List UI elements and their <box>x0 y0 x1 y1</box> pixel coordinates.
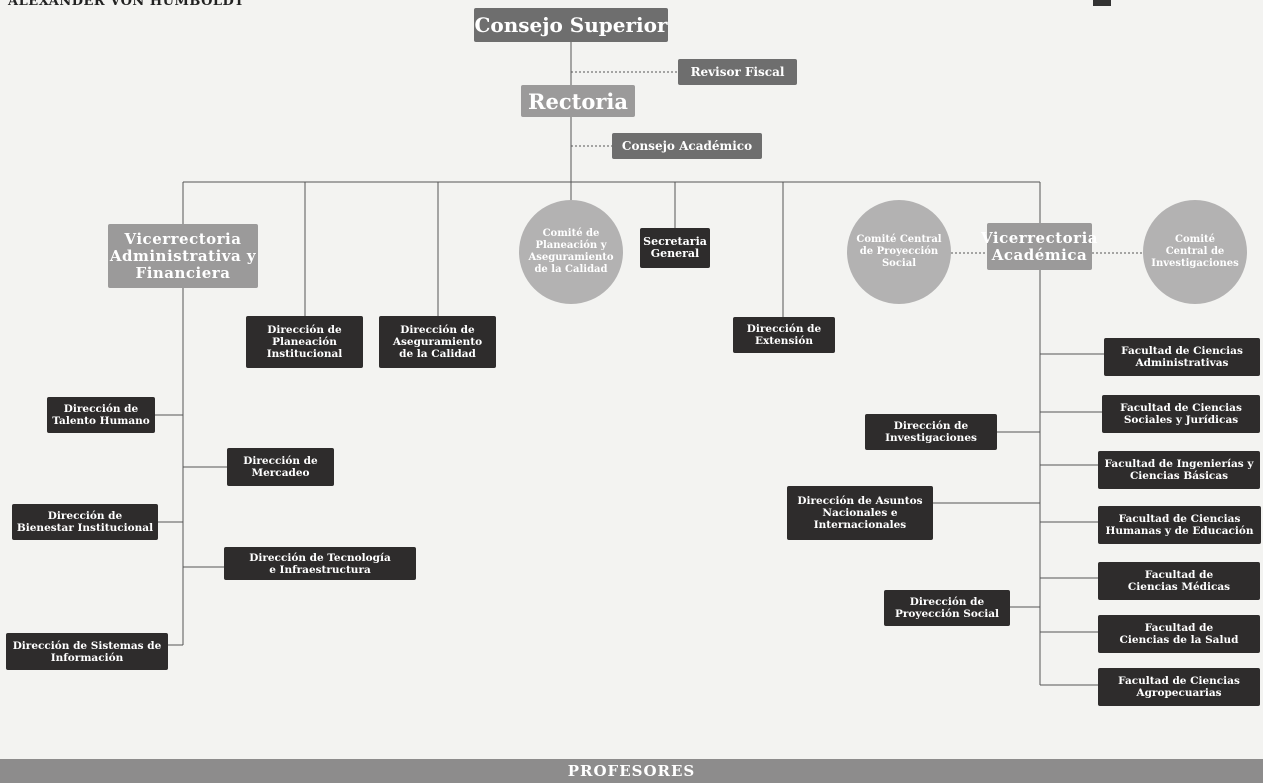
direccion-aseguramiento-box: Dirección de Aseguramiento de la Calidad <box>379 316 496 368</box>
facultad-box: Facultad de Ciencias de la Salud <box>1098 615 1260 653</box>
comite-investigaciones-circle: Comité Central de Investigaciones <box>1143 200 1247 304</box>
institution-header: ALEXANDER VON HUMBOLDT <box>8 0 245 9</box>
facultad-box: Facultad de Ciencias Administrativas <box>1104 338 1260 376</box>
logo-mark <box>1093 0 1111 6</box>
consejo-superior-box: Consejo Superior <box>474 8 668 42</box>
direccion-proyeccion-social-box: Dirección de Proyección Social <box>884 590 1010 626</box>
rectoria-box: Rectoria <box>521 85 635 117</box>
direccion-talento-humano-box: Dirección de Talento Humano <box>47 397 155 433</box>
direccion-tecnologia-box: Dirección de Tecnología e Infraestructur… <box>224 547 416 580</box>
direccion-asuntos-box: Dirección de Asuntos Nacionales e Intern… <box>787 486 933 540</box>
vicerrectoria-academica-box: Vicerrectoria Académica <box>981 223 1098 270</box>
facultad-box: Facultad de Ciencias Humanas y de Educac… <box>1098 506 1261 544</box>
comite-planeacion-circle: Comité de Planeación y Aseguramiento de … <box>519 200 623 304</box>
consejo-academico-box: Consejo Académico <box>612 133 762 159</box>
direccion-investigaciones-box: Dirección de Investigaciones <box>865 414 997 450</box>
facultad-box: Facultad de Ciencias Agropecuarias <box>1098 668 1260 706</box>
revisor-fiscal-box: Revisor Fiscal <box>678 59 797 85</box>
facultad-box: Facultad de Ingenierías y Ciencias Básic… <box>1098 451 1260 489</box>
facultad-box: Facultad de Ciencias Médicas <box>1098 562 1260 600</box>
direccion-extension-box: Dirección de Extensión <box>733 317 835 353</box>
comite-proyeccion-circle: Comité Central de Proyección Social <box>847 200 951 304</box>
direccion-mercadeo-box: Dirección de Mercadeo <box>227 448 334 486</box>
secretaria-general-box: Secretaria General <box>640 228 710 268</box>
profesores-bar: PROFESORES <box>0 759 1263 783</box>
direccion-sistemas-box: Dirección de Sistemas de Información <box>6 633 168 670</box>
facultad-box: Facultad de Ciencias Sociales y Jurídica… <box>1102 395 1260 433</box>
vicerrectoria-administrativa-box: Vicerrectoria Administrativa y Financier… <box>108 224 258 288</box>
direccion-planeacion-box: Dirección de Planeación Institucional <box>246 316 363 368</box>
direccion-bienestar-box: Dirección de Bienestar Institucional <box>12 504 158 540</box>
